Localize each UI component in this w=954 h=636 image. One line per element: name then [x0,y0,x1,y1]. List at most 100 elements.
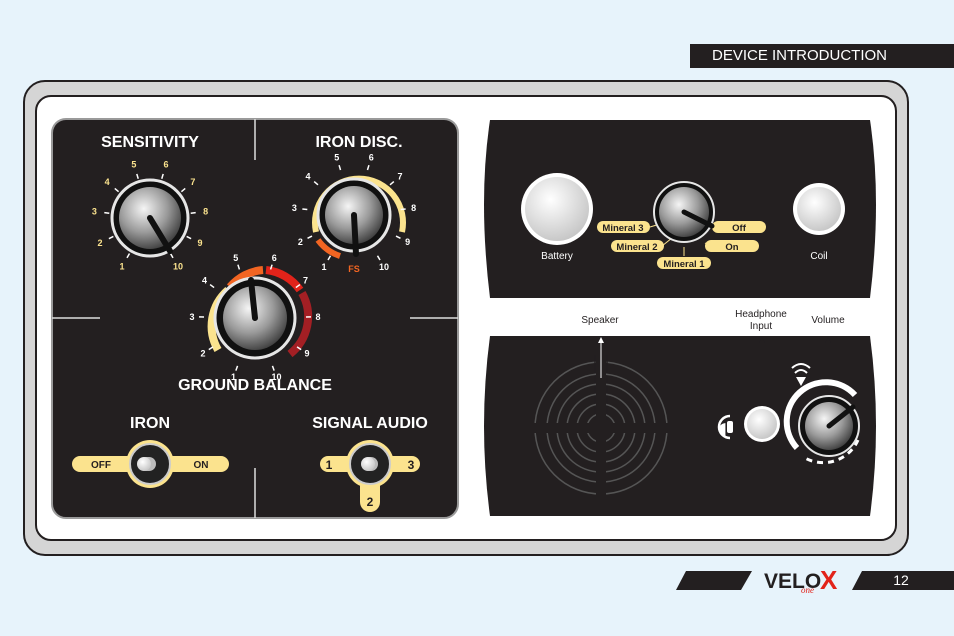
headphone-label-line1: Headphone [735,309,787,320]
dial-tick [295,283,301,289]
dial-tick [136,173,139,179]
dial-tick-label: 5 [233,253,238,263]
headphone-jack[interactable] [744,406,780,442]
dial-tick-label: 9 [198,238,203,248]
on-label: On [725,242,738,253]
signal-audio-title: SIGNAL AUDIO [312,415,428,432]
coil-label: Coil [810,251,827,262]
dial-tick-label: 8 [411,203,416,213]
battery-label: Battery [541,251,573,262]
speaker-panel: ◖ [484,336,876,516]
dial-tick-label: 7 [397,171,402,181]
logo-x: X [820,565,838,595]
iron-on-label: ON [194,460,209,471]
dial-tick [269,264,273,270]
connector-panel: Battery Coil Mineral 3 Mineral 2 Mineral… [484,120,876,298]
iron-title: IRON [130,415,170,432]
dial-tick [237,264,241,270]
off-label: Off [732,223,747,234]
dial-tick-label: 9 [304,349,309,359]
sensitivity-title: SENSITIVITY [101,134,199,151]
dial-tick-label: 6 [272,253,277,263]
dial-tick-label: 6 [164,159,169,169]
dial-tick [327,255,332,261]
dial-tick [114,187,120,193]
volume-knob[interactable] [798,395,860,457]
mode-selector-knob[interactable] [653,181,715,243]
dial-tick [235,365,239,371]
dial-tick [209,283,215,289]
dial-tick-label: 9 [405,237,410,247]
dial-tick [186,235,192,240]
dial-tick-label: 1 [119,261,124,271]
dial-tick-label: 2 [298,237,303,247]
dial-tick [338,164,342,171]
footer: 12 VELO X one [676,565,954,595]
left-control-panel: SENSITIVITY 1 2 3 4 5 6 7 8 9 10 IRON DISC. 1 2 3 4 5… [51,118,459,519]
speaker-label: Speaker [581,315,619,326]
dial-tick-label: 7 [303,275,308,285]
dial-tick-label: 3 [190,312,195,322]
headphone-label-line2: Input [750,321,772,332]
dial-tick-label: 6 [369,153,374,163]
ground-balance-knob[interactable] [213,276,297,360]
off-badge [712,221,766,233]
mineral1-label: Mineral 1 [663,259,705,270]
iron-disc-title: IRON DISC. [315,134,402,151]
dial-tick [169,253,174,259]
dial-tick-label: 8 [315,312,320,322]
dial-tick [208,346,214,351]
gb-arc-dark-red [287,291,313,358]
logo-wordmark: VELO [764,570,821,593]
dial-tick-label: 7 [190,177,195,187]
battery-compartment[interactable] [521,173,593,245]
dial-tick-label: 10 [173,261,183,271]
iron-off-label: OFF [91,460,111,471]
gb-arc-red [265,266,304,293]
sensitivity-knob[interactable] [110,178,190,258]
signal-audio-toggle-switch[interactable] [346,440,394,488]
coil-connector[interactable] [793,183,845,235]
dial-tick-label: 8 [203,206,208,216]
dial-tick [307,235,313,240]
dial-tick-label: 5 [334,153,339,163]
mineral3-label: Mineral 3 [602,223,643,234]
dial-tick [376,255,381,261]
dial-tick-label: 10 [379,262,389,272]
dial-tick [126,253,131,259]
dial-tick [296,346,302,351]
dial-tick-label: 3 [92,206,97,216]
dial-tick-label: 4 [105,177,110,187]
iron-toggle-switch[interactable] [126,440,174,488]
dial-tick-label: 1 [231,372,236,382]
dial-tick [190,211,196,214]
dial-tick-label: 4 [306,171,311,181]
mineral2-badge [611,240,664,252]
iron-disc-knob[interactable] [316,177,392,257]
section-header: DEVICE INTRODUCTION [690,44,954,68]
speaker-volume-icon [791,363,811,386]
page-number: 12 [893,572,909,588]
dial-tick [302,208,308,211]
dial-tick-label: 1 [321,262,326,272]
on-badge [705,240,759,252]
volume-arc [783,379,858,451]
dial-tick [313,181,319,186]
mineral2-label: Mineral 2 [616,242,657,253]
headphone-icon-glyph [717,414,733,440]
section-title: DEVICE INTRODUCTION [712,47,888,64]
signal-pos-3: 3 [408,458,415,472]
dial-tick-label: 4 [202,275,207,285]
dial-tick [271,365,275,371]
dial-tick [180,187,186,193]
dial-tick [400,208,406,211]
signal-pos-2: 2 [367,495,374,509]
dial-tick [104,211,110,214]
dial-tick-label: 2 [201,349,206,359]
mineral3-badge [597,221,650,233]
volume-label: Volume [811,315,845,326]
